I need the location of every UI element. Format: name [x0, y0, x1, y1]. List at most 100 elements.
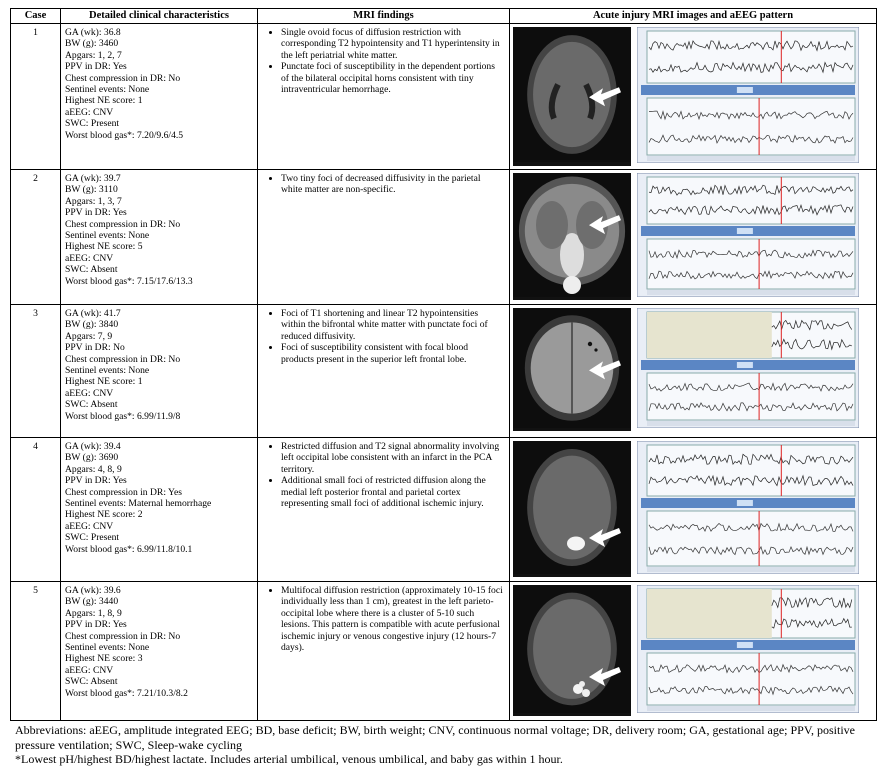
clinical-line: PPV in DR: No: [65, 342, 125, 354]
clinical-line: Highest NE score: 1: [65, 95, 143, 107]
clinical-line: SWC: Absent: [65, 676, 118, 688]
coronal-t2-brain-arrow-icon: [513, 173, 631, 301]
clinical-line: BW (g): 3110: [65, 184, 118, 196]
clinical-line: Apgars: 1, 3, 7: [65, 195, 122, 207]
abbreviations-note: Abbreviations: aEEG, amplitude integrate…: [15, 723, 855, 752]
mri-findings-list: Restricted diffusion and T2 signal abnor…: [264, 441, 503, 509]
clinical-line: Chest compression in DR: No: [65, 72, 181, 84]
aeeg-trace-icon: [637, 173, 859, 300]
clinical-line: Apgars: 7, 9: [65, 330, 113, 342]
clinical-line: PPV in DR: Yes: [65, 61, 127, 73]
case-number: 2: [10, 169, 61, 305]
clinical-line: aEEG: CNV: [65, 520, 114, 532]
clinical-line: GA (wk): 39.4: [65, 441, 121, 452]
header-row: Case Detailed clinical characteristics M…: [10, 8, 877, 24]
mri-findings: Foci of T1 shortening and linear T2 hypo…: [257, 304, 510, 438]
clinical-table: Case Detailed clinical characteristics M…: [10, 8, 877, 721]
axial-dwi-brain-arrow-icon: [513, 441, 631, 578]
clinical-line: Sentinel events: None: [65, 230, 150, 242]
mri-findings-list: Single ovoid focus of diffusion restrict…: [264, 27, 503, 95]
clinical-line: Worst blood gas*: 7.20/9.6/4.5: [65, 129, 184, 141]
images-cell: [509, 23, 877, 170]
footnote: Abbreviations: aEEG, amplitude integrate…: [15, 723, 875, 767]
aeeg-trace-icon: [637, 308, 859, 431]
case-number: 4: [10, 437, 61, 582]
mri-finding-item: Two tiny foci of decreased diffusivity i…: [281, 173, 503, 196]
mri-findings: Two tiny foci of decreased diffusivity i…: [257, 169, 510, 305]
mri-finding-item: Foci of susceptibility consistent with f…: [281, 342, 503, 365]
clinical-line: PPV in DR: Yes: [65, 475, 127, 487]
mri-findings: Multifocal diffusion restriction (approx…: [257, 581, 510, 721]
mri-findings: Restricted diffusion and T2 signal abnor…: [257, 437, 510, 582]
clinical-line: aEEG: CNV: [65, 664, 114, 676]
clinical-line: aEEG: CNV: [65, 106, 114, 118]
clinical-line: Highest NE score: 3: [65, 653, 143, 665]
mri-findings-list: Multifocal diffusion restriction (approx…: [264, 585, 503, 653]
clinical-line: Chest compression in DR: No: [65, 218, 181, 230]
clinical-line: PPV in DR: Yes: [65, 619, 127, 631]
header-mri: MRI findings: [257, 8, 510, 24]
clinical-line: Apgars: 4, 8, 9: [65, 463, 122, 475]
clinical-line: GA (wk): 41.7: [65, 308, 121, 319]
clinical-line: SWC: Present: [65, 532, 120, 544]
clinical-line: Sentinel events: None: [65, 84, 150, 96]
mri-finding-item: Restricted diffusion and T2 signal abnor…: [281, 441, 503, 475]
images-cell: [509, 304, 877, 438]
clinical-line: GA (wk): 36.8: [65, 27, 121, 38]
clinical-line: Sentinel events: Maternal hemorrhage: [65, 498, 212, 510]
clinical-line: BW (g): 3440: [65, 596, 119, 608]
images-cell: [509, 581, 877, 721]
clinical-line: Highest NE score: 5: [65, 241, 143, 253]
clinical-line: GA (wk): 39.7: [65, 173, 121, 184]
aeeg-trace-icon: [637, 585, 859, 716]
clinical-line: Worst blood gas*: 6.99/11.9/8: [65, 410, 181, 422]
clinical-line: Worst blood gas*: 6.99/11.8/10.1: [65, 543, 193, 555]
axial-dwi-brain-arrow-icon: [513, 27, 631, 167]
mri-finding-item: Foci of T1 shortening and linear T2 hypo…: [281, 308, 503, 342]
clinical-line: PPV in DR: Yes: [65, 207, 127, 219]
header-images: Acute injury MRI images and aEEG pattern: [509, 8, 877, 24]
clinical-line: Chest compression in DR: No: [65, 630, 181, 642]
aeeg-trace-icon: [637, 441, 859, 577]
blood-gas-note: *Lowest pH/highest BD/highest lactate. I…: [15, 752, 563, 767]
mri-findings: Single ovoid focus of diffusion restrict…: [257, 23, 510, 170]
mri-finding-item: Additional small foci of restricted diff…: [281, 475, 503, 509]
clinical-line: BW (g): 3460: [65, 38, 119, 50]
mri-findings-list: Foci of T1 shortening and linear T2 hypo…: [264, 308, 503, 365]
header-case: Case: [10, 8, 61, 24]
clinical-line: Highest NE score: 1: [65, 376, 143, 388]
case-number: 3: [10, 304, 61, 438]
clinical-line: SWC: Absent: [65, 399, 118, 411]
clinical-line: Chest compression in DR: No: [65, 353, 181, 365]
clinical-line: Worst blood gas*: 7.15/17.6/13.3: [65, 275, 193, 287]
case-number: 1: [10, 23, 61, 170]
clinical-line: Sentinel events: None: [65, 642, 150, 654]
clinical-line: SWC: Present: [65, 118, 120, 130]
images-cell: [509, 437, 877, 582]
clinical-line: Sentinel events: None: [65, 365, 150, 377]
case-number: 5: [10, 581, 61, 721]
clinical-line: Worst blood gas*: 7.21/10.3/8.2: [65, 687, 188, 699]
mri-finding-item: Multifocal diffusion restriction (approx…: [281, 585, 503, 653]
aeeg-trace-icon: [637, 27, 859, 166]
axial-dwi-brain-arrow-icon: [513, 585, 631, 717]
images-cell: [509, 169, 877, 305]
clinical-line: Apgars: 1, 8, 9: [65, 607, 122, 619]
clinical-line: Apgars: 1, 2, 7: [65, 49, 122, 61]
axial-swi-brain-arrow-icon: [513, 308, 631, 432]
mri-findings-list: Two tiny foci of decreased diffusivity i…: [264, 173, 503, 196]
clinical-line: BW (g): 3690: [65, 452, 119, 464]
clinical-line: aEEG: CNV: [65, 387, 114, 399]
clinical-line: BW (g): 3840: [65, 319, 119, 331]
clinical-line: Highest NE score: 2: [65, 509, 143, 521]
mri-finding-item: Punctate foci of susceptibility in the d…: [281, 61, 503, 95]
clinical-line: GA (wk): 39.6: [65, 585, 121, 596]
mri-finding-item: Single ovoid focus of diffusion restrict…: [281, 27, 503, 61]
